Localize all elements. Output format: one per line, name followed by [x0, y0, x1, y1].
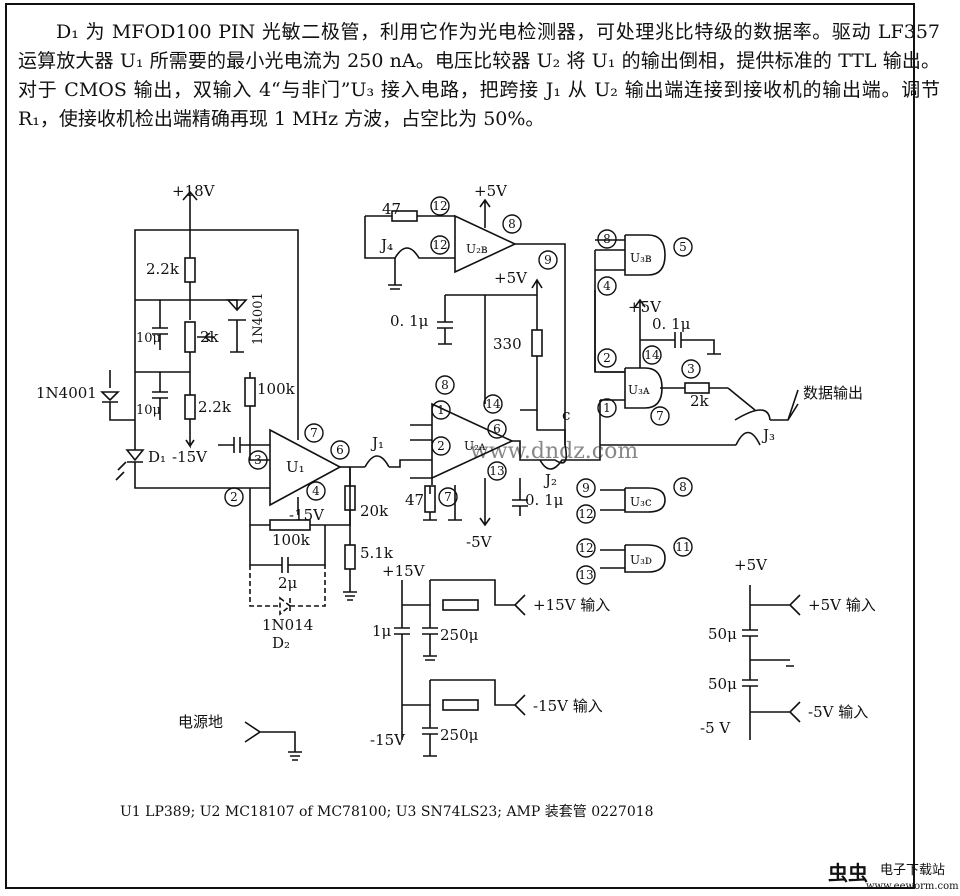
pin8-u2a: 8 — [441, 378, 449, 392]
pin7-u3a: 7 — [656, 409, 664, 423]
label-cap10u-b: 10μ — [136, 403, 161, 418]
label-j4: J₄ — [379, 236, 393, 254]
pin2-u3a: 2 — [603, 351, 611, 365]
label-pot2k: 2k — [200, 328, 220, 346]
label-d2-part: 1N014 — [262, 616, 313, 634]
pin2-u1: 2 — [230, 490, 238, 504]
label-r22k-top: 2.2k — [146, 260, 180, 278]
pin12-u3d: 12 — [578, 541, 593, 555]
pin8-u3b: 8 — [603, 232, 611, 246]
site-logo: 虫虫 — [828, 861, 868, 885]
label-u2b: U₂в — [466, 242, 488, 256]
pin8-u3c: 8 — [679, 480, 687, 494]
label-r47-bot: 47 — [405, 491, 424, 509]
label-m15v-u1: -15V — [289, 506, 325, 524]
label-u3c: U₃c — [630, 495, 652, 509]
pin1-u3a: 1 — [603, 401, 611, 415]
pin4-u1: 4 — [312, 484, 320, 498]
label-v5-u2a: +5V — [494, 269, 528, 287]
schematic-labels: +18V 2.2k 10μ 2k 1N4001 1N4001 10μ 2.2k … — [36, 182, 876, 749]
wires — [100, 190, 801, 761]
label-m15v-d1: -15V — [172, 448, 208, 466]
pin13-u2a: 13 — [489, 464, 504, 478]
site-url: www.eeworm.com — [866, 881, 959, 892]
label-r51k: 5.1k — [360, 544, 394, 562]
circuit-description: D₁ 为 MFOD100 PIN 光敏二极管，利用它作为光电检测器，可处理兆比特… — [18, 18, 940, 134]
pin8-u2b: 8 — [508, 217, 516, 231]
pin9-u3c: 9 — [582, 481, 590, 495]
label-j1: J₁ — [370, 434, 384, 452]
parts-list: U1 LP389; U2 MC18107 of MC78100; U3 SN74… — [120, 804, 654, 820]
label-u2a: U₂ᴀ — [464, 439, 486, 453]
pin12-b: 12 — [432, 238, 447, 252]
pin6-u2a: 6 — [493, 422, 501, 436]
pin12-a: 12 — [432, 199, 447, 213]
pin14-u3a: 14 — [644, 348, 660, 362]
label-p5v: +5V — [734, 556, 768, 574]
label-cap1u: 1μ — [372, 622, 392, 640]
pin3-u3a: 3 — [687, 362, 695, 376]
label-cap250u-a: 250μ — [440, 626, 479, 644]
pin5-u3b: 5 — [679, 240, 687, 254]
pin7-u2a: 7 — [444, 490, 452, 504]
label-m5v: -5V — [466, 533, 493, 551]
label-p15v-in: +15V 输入 — [533, 596, 610, 614]
label-u3b: U₃в — [630, 251, 652, 265]
label-r47-top: 47 — [382, 200, 401, 218]
label-ground: 电源地 — [178, 713, 223, 731]
label-cap01u-c: 0. 1μ — [652, 315, 691, 333]
label-cap10u-a: 10μ — [136, 331, 161, 346]
label-v18: +18V — [172, 182, 216, 200]
stamp-watermark: www.dndz.com — [470, 439, 638, 464]
label-r330: 330 — [493, 335, 522, 353]
label-m5v-rail: -5 V — [700, 719, 731, 737]
label-d1: D₁ — [148, 448, 166, 466]
label-r100k-v: 100k — [257, 380, 296, 398]
label-cap50u-b: 50μ — [708, 675, 737, 693]
pin13-u3d: 13 — [578, 568, 593, 582]
label-m5v-in: -5V 输入 — [808, 703, 868, 721]
pin7-u1: 7 — [310, 426, 318, 440]
label-v5-u2b: +5V — [474, 182, 508, 200]
pin2-u2a: 2 — [437, 439, 445, 453]
label-cap2u: 2μ — [278, 574, 298, 592]
label-r2k: 2k — [690, 392, 710, 410]
label-cap01u-a: 0. 1μ — [390, 312, 429, 330]
label-r100k-h: 100k — [272, 531, 311, 549]
label-c: c — [562, 406, 570, 424]
label-m15v-rail: -15V — [370, 731, 406, 749]
pin4-u3: 4 — [603, 279, 611, 293]
label-u3a: U₃ᴀ — [628, 383, 650, 397]
label-cap250u-b: 250μ — [440, 726, 479, 744]
pin3-u1: 3 — [254, 453, 262, 467]
label-p15v: +15V — [382, 562, 426, 580]
pin-circles — [224, 196, 701, 585]
label-j3: J₃ — [761, 426, 775, 444]
label-diode-1n4001-l: 1N4001 — [36, 384, 97, 402]
label-u1: U₁ — [286, 458, 305, 476]
pin14-u2a: 14 — [485, 397, 501, 411]
label-j2: J₂ — [543, 471, 557, 489]
pin12-u3c: 12 — [578, 507, 593, 521]
label-data-out: 数据输出 — [803, 384, 863, 402]
label-cap50u-a: 50μ — [708, 625, 737, 643]
site-title: 电子下载站 — [880, 863, 945, 878]
label-d2: D₂ — [272, 634, 290, 652]
pin1-u2a: 1 — [437, 403, 445, 417]
pin6-u1: 6 — [336, 443, 344, 457]
label-v5-u3: +5V — [628, 298, 662, 316]
label-cap01u-b: 0. 1μ — [525, 491, 564, 509]
description-text: D₁ 为 MFOD100 PIN 光敏二极管，利用它作为光电检测器，可处理兆比特… — [18, 21, 940, 130]
label-r20k: 20k — [360, 502, 389, 520]
pin11-u3d: 11 — [675, 540, 690, 554]
label-m15v-in: -15V 输入 — [533, 697, 603, 715]
pin9: 9 — [544, 253, 552, 267]
label-u3d: U₃ᴅ — [630, 553, 652, 567]
label-r22k-bot: 2.2k — [198, 398, 232, 416]
label-diode-1n4001-v: 1N4001 — [251, 292, 266, 345]
label-p5v-in: +5V 输入 — [808, 596, 876, 614]
pin-numbers: 7 6 3 4 2 12 8 12 9 8 1 2 14 6 7 13 8 5 … — [230, 199, 695, 582]
